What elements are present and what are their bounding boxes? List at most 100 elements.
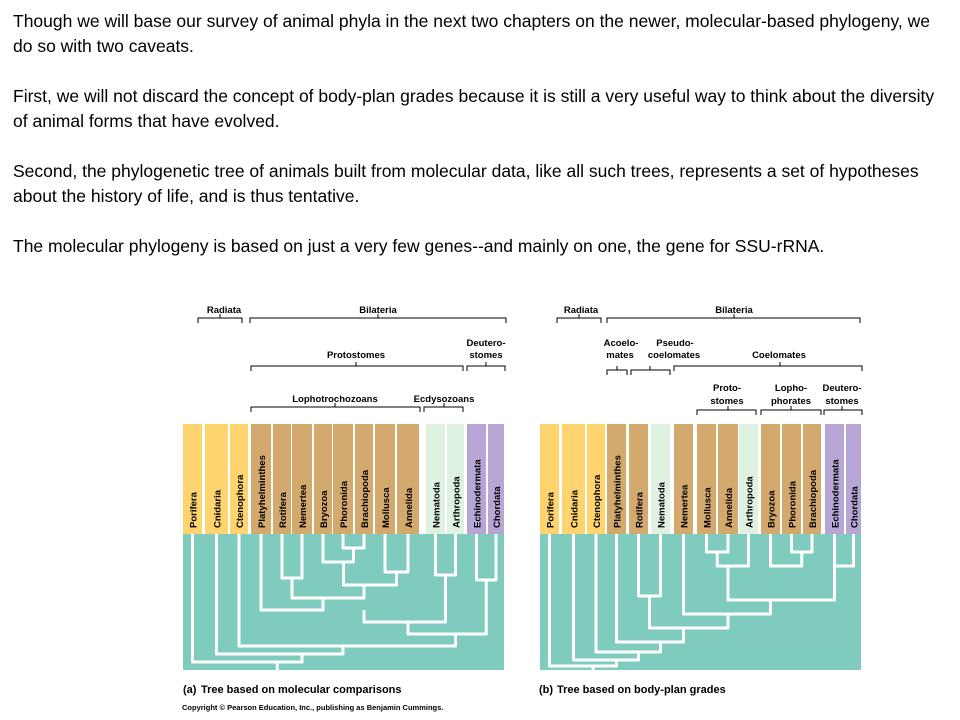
panel-a-branch-10 xyxy=(406,580,488,636)
panel-b-column-annelida xyxy=(718,424,738,534)
panel-b-label-bryozoa: Bryozoa xyxy=(767,490,778,528)
panel-b-branch-9 xyxy=(615,534,685,644)
panel-a-label-annelida: Annelida xyxy=(404,487,415,528)
panel-b-label-arthropoda: Arthropoda xyxy=(745,476,756,528)
panel-b-branch-8 xyxy=(648,596,730,630)
panel-b-group-label-protostomes: stomes xyxy=(710,396,743,407)
panel-b-group-label-lophophorates: Lopho- xyxy=(775,383,807,394)
panel-b-branch-10 xyxy=(594,534,662,654)
panel-a-column-ctenophora xyxy=(230,424,248,534)
panel-b-bracket-acoelomates xyxy=(606,366,628,375)
panel-a-column-platyhelminthes xyxy=(251,424,271,534)
panel-b-column-echinodermata xyxy=(825,424,844,534)
panel-a-label-nemertea: Nemertea xyxy=(298,484,309,528)
panel-b-group-label-deuterostomes: stomes xyxy=(825,396,858,407)
panel-a-group-label-protostomes: Protostomes xyxy=(327,350,385,361)
panel-b-bracket-lophophorates xyxy=(760,406,822,415)
panel-a-group-label-deuterostomes: stomes xyxy=(469,350,502,361)
panel-a-bracket-lophotrochozoans xyxy=(250,403,421,412)
panel-a-label-chordata: Chordata xyxy=(492,486,503,528)
panel-b-label-cnidaria: Cnidaria xyxy=(570,489,581,528)
panel-b-label-brachiopoda: Brachiopoda xyxy=(808,469,819,528)
panel-b-bracket-bilateria xyxy=(606,314,861,323)
paragraph-molecular-basis: The molecular phylogeny is based on just… xyxy=(13,236,825,256)
panel-a-column-brachiopoda xyxy=(355,424,373,534)
panel-a-bracket-protostomes xyxy=(250,362,464,371)
panel-a-label-nematoda: Nematoda xyxy=(432,481,443,528)
panel-b-label-nematoda: Nematoda xyxy=(657,481,668,528)
panel-b-column-chordata xyxy=(846,424,861,534)
panel-b-group-label-pseudocoelomates: Pseudo- xyxy=(656,338,693,349)
panel-b-tree-background xyxy=(540,534,861,670)
panel-b-branch-5 xyxy=(726,566,836,602)
panel-a-branch-12 xyxy=(215,534,345,656)
panel-a-group-label-ecdysozoans: Ecdysozoans xyxy=(414,394,475,405)
paragraph-caveats-intro: Though we will base our survey of animal… xyxy=(13,11,930,56)
panel-b-column-platyhelminthes xyxy=(607,424,626,534)
panel-b-caption: Tree based on body-plan grades xyxy=(557,684,726,696)
panel-b-label-chordata: Chordata xyxy=(850,486,861,528)
panel-b-tree-branches xyxy=(548,534,855,670)
panel-b-column-brachiopoda xyxy=(803,424,821,534)
panel-b-group-label-acoelomates: mates xyxy=(606,350,633,361)
panel-a-column-nemertea xyxy=(292,424,312,534)
panel-a-label-bryozoa: Bryozoa xyxy=(319,490,330,528)
panel-b-column-nemertea xyxy=(674,424,693,534)
panel-b-group-label-bilateria: Bilateria xyxy=(715,305,753,316)
panel-a-label-porifera: Porifera xyxy=(189,491,200,528)
panel-b-label-nemertea: Nemertea xyxy=(680,484,691,528)
panel-b-column-bryozoa xyxy=(761,424,780,534)
panel-b-branch-4 xyxy=(833,534,855,568)
panel-b-label-phoronida: Phoronida xyxy=(788,480,799,528)
panel-a-branch-8 xyxy=(362,575,447,624)
panel-a-bracket-bilateria xyxy=(249,314,507,323)
panel-b-group-label-lophophorates: phorates xyxy=(771,396,811,407)
paragraph-second-caveat: Second, the phylogenetic tree of animals… xyxy=(13,161,919,206)
panel-b-bracket-protostomes xyxy=(696,406,757,415)
panel-a-label-brachiopoda: Brachiopoda xyxy=(360,469,371,528)
panel-a-group-label-lophotrochozoans: Lophotrochozoans xyxy=(292,394,378,405)
panel-b-bracket-deuterostomes xyxy=(823,406,863,415)
panel-b-bracket-pseudocoelomates xyxy=(630,366,671,375)
panel-a-column-arthropoda xyxy=(447,424,464,534)
panel-a-branch-5 xyxy=(290,578,366,600)
panel-b-bracket-coelomates xyxy=(673,362,863,371)
panel-b-branch-11 xyxy=(572,534,640,662)
panel-b-column-mollusca xyxy=(697,424,716,534)
panel-a-label-platyhelminthes: Platyhelminthes xyxy=(257,455,268,528)
panel-a-branch-3 xyxy=(342,562,398,587)
panel-a-column-bryozoa xyxy=(314,424,332,534)
panel-a-column-nematoda xyxy=(426,424,445,534)
panel-a-column-phoronida xyxy=(333,424,353,534)
panel-a-column-chordata xyxy=(488,424,504,534)
panel-a-branch-11 xyxy=(237,534,457,648)
copyright-notice: Copyright © Pearson Education, Inc., pub… xyxy=(182,703,444,712)
panel-b-column-phoronida xyxy=(782,424,801,534)
panel-b-column-arthropoda xyxy=(739,424,758,534)
panel-a-label-echinodermata: Echinodermata xyxy=(473,459,484,528)
panel-a-label-rotifera: Rotifera xyxy=(278,491,289,528)
paragraph-first-caveat: First, we will not discard the concept o… xyxy=(13,86,935,131)
panel-b-column-cnidaria xyxy=(562,424,585,534)
panel-a-column-echinodermata xyxy=(467,424,486,534)
panel-a-bracket-deuterostomes xyxy=(466,362,506,371)
panel-a-group-label-deuterostomes: Deutero- xyxy=(466,338,505,349)
panel-a-bracket-ecdysozoans xyxy=(423,403,464,412)
panel-b-group-label-pseudocoelomates: coelomates xyxy=(648,350,700,361)
panel-a-caption-letter: (a) xyxy=(183,684,197,696)
panel-a-branch-1 xyxy=(321,534,355,564)
panel-b-label-echinodermata: Echinodermata xyxy=(831,459,842,528)
panel-b-label-platyhelminthes: Platyhelminthes xyxy=(613,455,624,528)
panel-b-label-porifera: Porifera xyxy=(546,491,557,528)
panel-b-column-porifera xyxy=(540,424,559,534)
panel-a-caption: Tree based on molecular comparisons xyxy=(201,684,402,696)
panel-a-label-arthropoda: Arthropoda xyxy=(452,476,463,528)
panel-a-column-porifera xyxy=(183,424,202,534)
panel-a-tree-branches xyxy=(191,534,498,670)
panel-b-label-rotifera: Rotifera xyxy=(635,491,646,528)
panel-a-label-mollusca: Mollusca xyxy=(381,487,392,528)
panel-b-label-annelida: Annelida xyxy=(724,487,735,528)
panel-b-column-ctenophora xyxy=(587,424,605,534)
